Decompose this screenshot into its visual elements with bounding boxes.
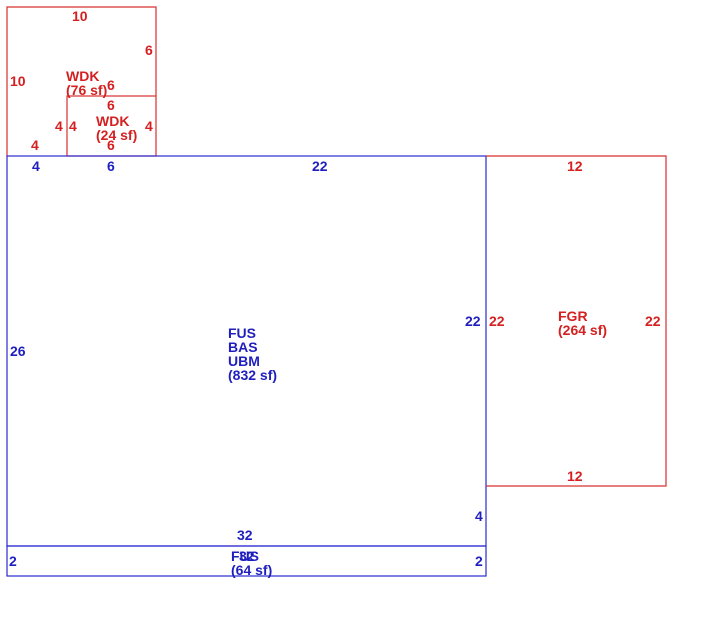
bottom-area: (64 sf) bbox=[231, 562, 272, 578]
bottom-inner-dim: 32 bbox=[239, 548, 255, 564]
garage-area: (264 sf) bbox=[558, 322, 607, 338]
main-code-3: UBM bbox=[228, 353, 260, 369]
deck-upper-top-dim: 10 bbox=[72, 8, 88, 24]
main-code-1: FUS bbox=[228, 325, 256, 341]
main-code-2: BAS bbox=[228, 339, 258, 355]
deck-upper-area: (76 sf) bbox=[66, 82, 107, 98]
garage-code: FGR bbox=[558, 308, 588, 324]
deck-upper-bottom-dim: 4 bbox=[31, 137, 39, 153]
main-top-right-dim: 22 bbox=[312, 158, 328, 174]
deck-lower-bottom-dim: 6 bbox=[107, 137, 115, 153]
deck-lower-area: (24 sf) bbox=[96, 127, 137, 143]
deck-upper-code: WDK bbox=[66, 68, 99, 84]
deck-lower-top-dim: 6 bbox=[107, 97, 115, 113]
deck-lower-code: WDK bbox=[96, 113, 129, 129]
main-right-lower-dim: 4 bbox=[475, 508, 483, 524]
garage-outline bbox=[486, 155, 667, 487]
deck-lower-right-dim: 4 bbox=[145, 118, 153, 134]
main-bottom-dim: 32 bbox=[237, 527, 253, 543]
garage-top-dim: 12 bbox=[567, 158, 583, 174]
deck-upper-outline bbox=[6, 6, 157, 156]
deck-lower-left-outer-dim: 4 bbox=[55, 118, 63, 134]
main-area: (832 sf) bbox=[228, 367, 277, 383]
deck-upper-inner-right-dim: 6 bbox=[107, 77, 115, 93]
garage-right-dim: 22 bbox=[645, 313, 661, 329]
main-right-dim: 22 bbox=[465, 313, 481, 329]
bottom-left-dim: 2 bbox=[9, 553, 17, 569]
main-top-mid-dim: 6 bbox=[107, 158, 115, 174]
bottom-right-dim: 2 bbox=[475, 553, 483, 569]
bottom-code: FUS bbox=[231, 548, 259, 564]
main-top-left-dim: 4 bbox=[32, 158, 40, 174]
deck-lower-left-dim: 4 bbox=[69, 118, 77, 134]
deck-upper-right-dim: 6 bbox=[145, 42, 153, 58]
main-left-dim: 26 bbox=[10, 343, 26, 359]
bottom-strip-outline bbox=[6, 545, 487, 577]
deck-upper-left-dim: 10 bbox=[10, 73, 26, 89]
garage-left-dim: 22 bbox=[489, 313, 505, 329]
garage-bottom-dim: 12 bbox=[567, 468, 583, 484]
